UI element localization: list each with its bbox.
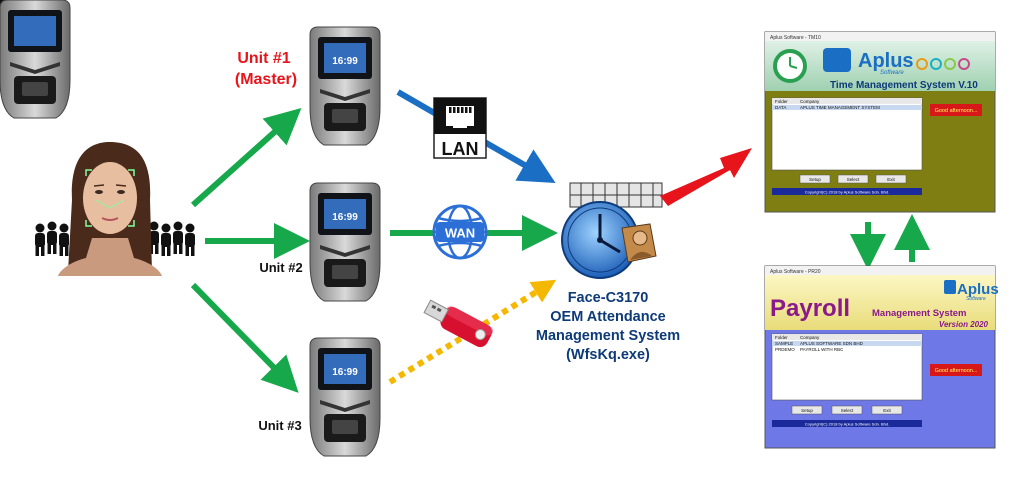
payroll-exit-button: Exit [883,408,891,413]
software-name-line3: Management System [536,328,680,344]
payroll-title-sub: Management System [872,308,967,319]
unit1-label: Unit #1 [237,50,290,67]
tms-greeting: Good afternoon... [935,108,978,114]
software-name-line1: Face-C3170 [568,290,649,306]
payroll-greeting: Good afternoon... [935,368,978,374]
device-clock-unit2: 16:99 [332,212,358,223]
tms-exit-button: Exit [887,177,895,182]
tms-brand: Aplus [858,50,914,72]
tms-brand-sub: Software [880,70,904,76]
device-unit2: 16:99 [309,182,381,302]
tms-row-company: APLUS TIME MANAGEMENT SYSTEM [800,105,880,110]
device-clock-unit1: 16:99 [332,56,358,67]
tms-copyright: Copyright(C) 2018 by Aplus Software Sdn.… [805,190,890,195]
payroll-row2-company: PAYROLL WITH RBC [800,347,844,352]
software-name-line4: (WfsKq.exe) [566,347,650,363]
lan-icon: LAN [433,97,487,159]
payroll-row2-folder: PRDEMO [775,347,795,352]
device-unit1: 16:99 [309,26,381,146]
device-clock-unit3: 16:99 [332,367,358,378]
tms-titlebar: Aplus Software - TM10 [770,35,821,41]
usb-stick-icon [423,299,493,348]
wan-globe-icon: WAN [432,204,488,260]
lan-label: LAN [442,139,479,159]
payroll-version: Version 2020 [939,320,989,329]
payroll-titlebar: Aplus Software - PR20 [770,269,821,275]
payroll-select-button: Select [841,408,854,413]
export-red-arrow [660,148,752,206]
payroll-copyright: Copyright(C) 2018 by Aplus Software Sdn.… [805,422,890,427]
unit3-label: Unit #3 [258,418,301,433]
unit1-sublabel: (Master) [235,71,297,88]
wan-label: WAN [445,226,475,241]
tms-row-folder: DATA [775,105,786,110]
payroll-brand: Aplus [957,281,999,298]
payroll-title: Payroll [770,295,850,322]
face-portrait-icon [58,142,162,276]
payroll-brand-sub: Software [966,296,986,302]
tms-col-company: Company [800,99,820,104]
attendance-software-icon [561,182,663,279]
tms-col-folder: Folder [775,99,788,104]
arrow-to-unit1 [190,107,302,208]
payroll-col-company: Company [800,335,820,340]
payroll-row1-folder: SAMPLE [775,341,793,346]
tms-system-name: Time Management System V.10 [830,80,978,91]
arrow-to-unit3 [190,282,299,393]
tms-decor-dots-icon [916,58,970,70]
software-name-line2: OEM Attendance [550,309,665,325]
tms-select-button: Select [847,177,860,182]
payroll-row1-company: APLUS SOFTWARE SDN BHD [800,341,864,346]
payroll-window: Aplus Software - PR20 Aplus Software Pay… [764,265,999,449]
payroll-col-folder: Folder [775,335,788,340]
device-unit3: 16:99 [309,337,381,457]
tms-window: Aplus Software - TM10 Aplus Software Tim… [764,31,996,213]
unit2-label: Unit #2 [259,260,302,275]
tms-setup-button: Setup [809,177,821,182]
payroll-setup-button: Setup [801,408,813,413]
